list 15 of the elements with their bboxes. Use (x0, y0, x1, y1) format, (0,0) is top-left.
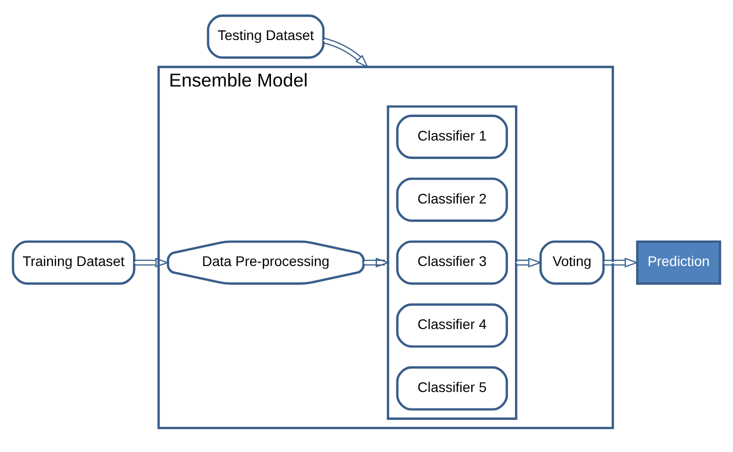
cluster (386, 104, 518, 420)
node-box: Classifier 2 (396, 177, 508, 222)
arrow (134, 257, 170, 268)
node-box: Classifier 4 (396, 302, 508, 348)
arrow (516, 257, 542, 268)
arrow (322, 37, 369, 68)
node-box: Voting (539, 240, 605, 284)
node-box: Training Dataset (12, 240, 136, 284)
node-box: Testing Dataset (206, 14, 325, 58)
node-box: Classifier 1 (396, 114, 508, 158)
arrow (604, 257, 639, 268)
node-box: Prediction (636, 240, 722, 284)
arrow (364, 257, 390, 268)
node-box: Classifier 5 (396, 366, 508, 410)
node-box: Classifier 3 (396, 240, 508, 284)
